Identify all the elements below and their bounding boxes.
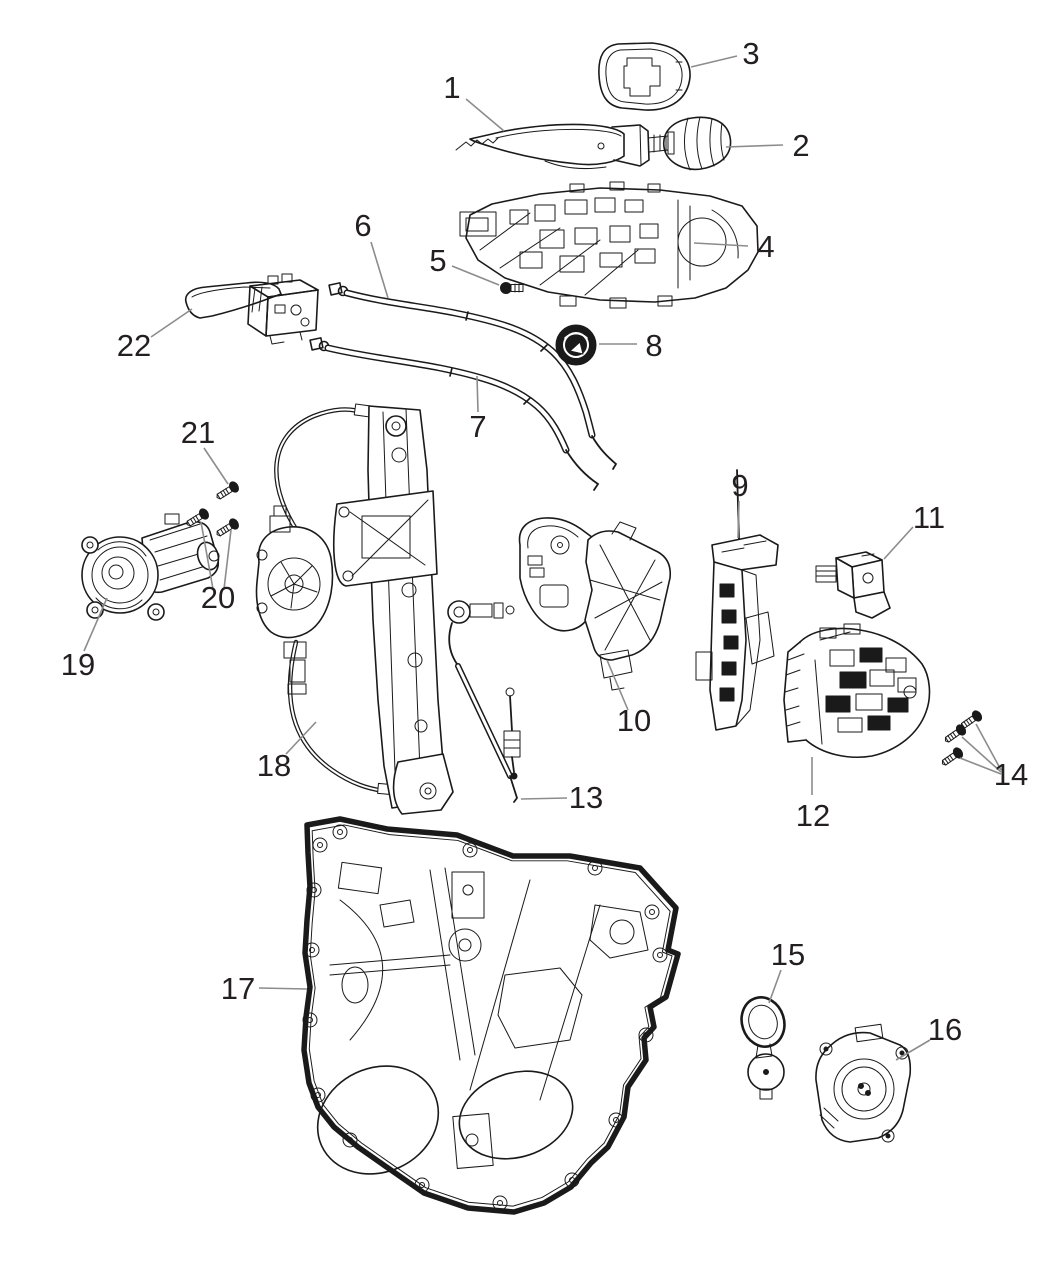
callout-3: 3	[742, 36, 759, 71]
callout-labels: 1 2 3 4 5 6 7 8 9 10 11 12 13 14 15 16 1…	[61, 36, 1028, 1047]
leader-lines	[83, 55, 1002, 1061]
part-screw-5	[500, 282, 524, 294]
part-window-motor	[81, 513, 220, 621]
callout-14: 14	[994, 757, 1028, 792]
callout-7: 7	[469, 409, 486, 444]
callout-11: 11	[913, 500, 945, 535]
callout-10: 10	[617, 703, 651, 738]
callout-17: 17	[221, 971, 255, 1006]
part-door-latch	[783, 623, 931, 759]
callout-18: 18	[257, 748, 291, 783]
callout-1: 1	[443, 70, 460, 105]
part-door-module-panel	[301, 816, 681, 1215]
callout-22: 22	[117, 328, 151, 363]
callout-15: 15	[771, 937, 805, 972]
part-handle-carrier	[459, 181, 759, 309]
part-grommet	[555, 324, 597, 366]
part-access-plug	[740, 996, 786, 1100]
part-release-cable-upper	[328, 282, 618, 470]
panel-bolt-bosses	[302, 824, 668, 1211]
part-handle-end-cap	[663, 116, 732, 171]
callout-12: 12	[796, 798, 830, 833]
callout-13: 13	[569, 780, 603, 815]
callout-6: 6	[354, 208, 371, 243]
part-handle-mount-bracket	[518, 517, 672, 691]
part-screws-20-21	[186, 481, 239, 537]
callout-21: 21	[181, 415, 215, 450]
part-lock-part	[815, 551, 891, 619]
callout-9: 9	[731, 468, 748, 503]
part-release-cable-lower	[309, 337, 600, 491]
callout-2: 2	[792, 128, 809, 163]
part-lock-rod	[447, 600, 521, 803]
callout-16: 16	[928, 1012, 962, 1047]
part-handle-gasket	[598, 42, 691, 111]
part-speaker-bracket	[815, 1023, 912, 1143]
part-window-regulator	[255, 403, 454, 815]
callout-19: 19	[61, 647, 95, 682]
part-inside-door-handle	[184, 273, 319, 345]
part-latch-screws	[941, 710, 983, 766]
callout-20: 20	[201, 580, 235, 615]
part-exterior-door-handle	[455, 123, 675, 169]
part-channel-bracket	[695, 469, 779, 731]
callout-5: 5	[429, 243, 446, 278]
callout-8: 8	[645, 328, 662, 363]
callout-4: 4	[757, 229, 774, 264]
